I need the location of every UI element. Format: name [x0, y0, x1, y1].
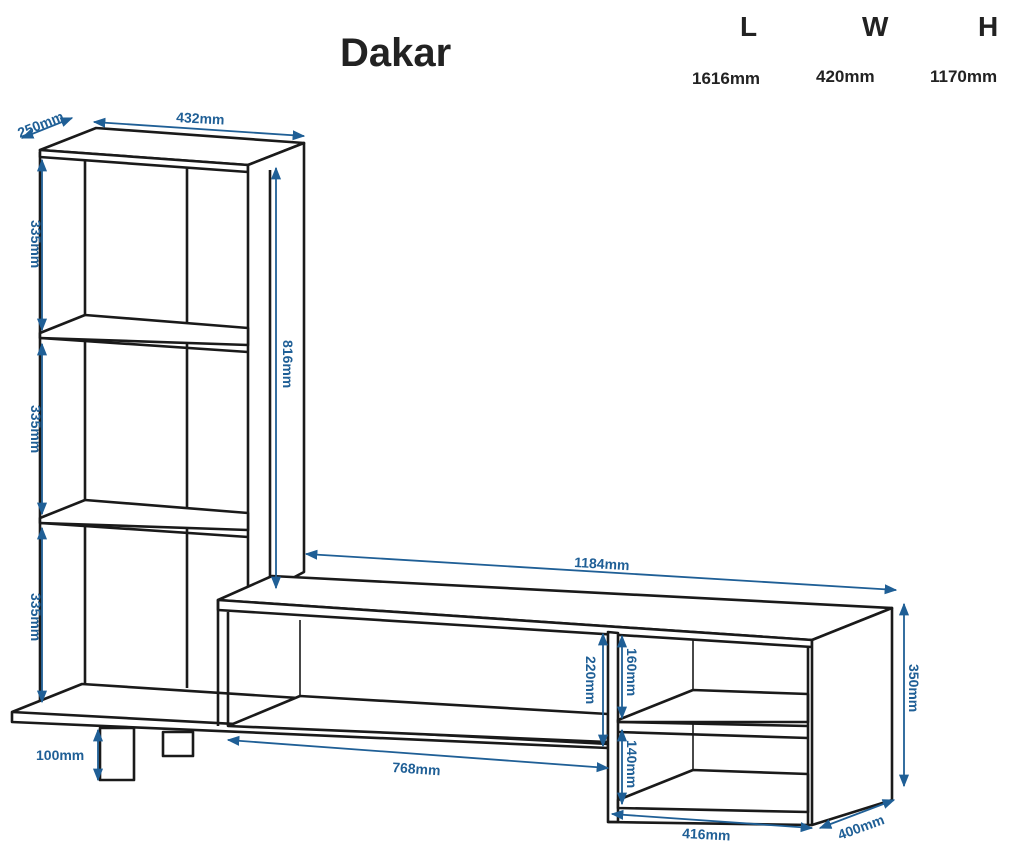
- shelf-3-label: 335mm: [28, 593, 44, 641]
- height-value: 1170mm: [930, 67, 997, 86]
- bookcase-shelf-2-edge: [39, 521, 249, 539]
- leg-left: [98, 726, 136, 782]
- bookcase-shelf-1-edge: [39, 336, 249, 354]
- dimension-lines: [20, 117, 910, 833]
- width-value: 420mm: [816, 67, 875, 86]
- open-height-label: 220mm: [583, 656, 599, 704]
- unit-height-label: 350mm: [906, 664, 922, 712]
- tv-unit-divider: [606, 630, 620, 824]
- leg-right: [161, 730, 195, 758]
- cabinet-shelf-1: [616, 688, 810, 724]
- leg-height-label: 100mm: [36, 747, 84, 763]
- cabinet-depth-dim-line: [818, 799, 896, 829]
- open-width-dim-line: [226, 735, 610, 773]
- product-title: Dakar: [340, 31, 451, 75]
- bookcase-depth-label: 250mm: [15, 108, 66, 141]
- width-dim-line: [92, 117, 306, 141]
- cabinet-shelf-1-front: [617, 730, 809, 740]
- tv-unit-length-label: 1184mm: [574, 554, 630, 573]
- length-value: 1616mm: [692, 69, 760, 88]
- bookcase-width-label: 432mm: [176, 109, 225, 128]
- cabinet-width-dim-line: [610, 809, 814, 833]
- upper-cubby-label: 160mm: [624, 648, 640, 696]
- open-width-label: 768mm: [392, 759, 441, 778]
- length-header: L: [740, 11, 757, 42]
- cabinet-width-label: 416mm: [682, 825, 731, 844]
- bookcase-height-label: 816mm: [280, 340, 296, 388]
- shelf-1-label: 335mm: [28, 220, 44, 268]
- bookcase-shelf-1: [38, 313, 250, 347]
- bookcase: [38, 126, 306, 700]
- tv-unit-right-side: [810, 606, 894, 827]
- lower-cubby-label: 140mm: [624, 740, 640, 788]
- cabinet-floor: [616, 768, 810, 814]
- depth-dim-line: [20, 117, 74, 139]
- height-header: H: [978, 11, 998, 42]
- width-header: W: [862, 11, 889, 42]
- shelf-2-label: 335mm: [28, 405, 44, 453]
- tv-unit: [216, 574, 894, 827]
- cabinet-bottom: [607, 820, 813, 827]
- length-dim-line: [304, 549, 898, 595]
- bookcase-shelf-2: [38, 498, 250, 532]
- cabinet-shelf-1-edge: [617, 720, 809, 728]
